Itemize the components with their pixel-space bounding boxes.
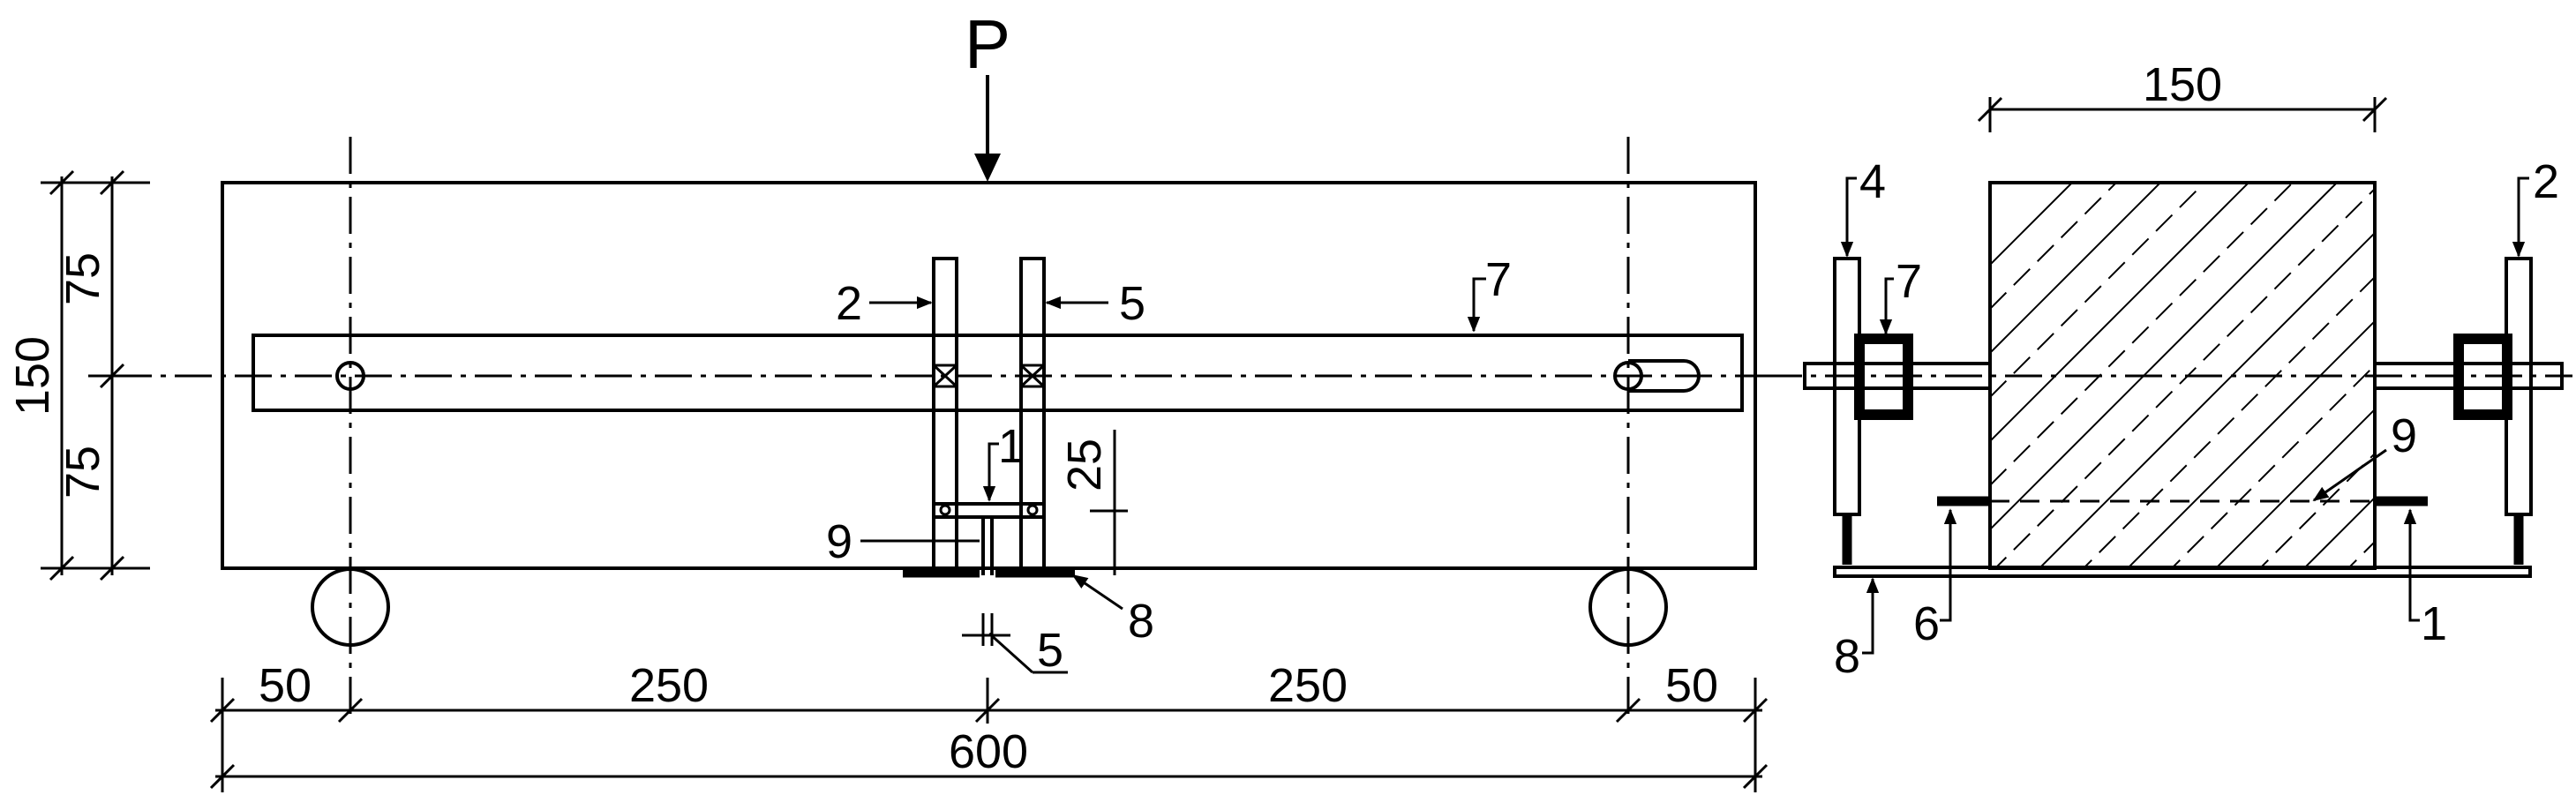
load-label: P (965, 5, 1010, 83)
slotted-hole (1628, 359, 1701, 393)
dim-section-width: 150 (1977, 58, 2388, 132)
dim-notch-width: 5 (962, 613, 1068, 677)
clamp-right (2453, 334, 2512, 420)
support-roller-right (1588, 567, 1668, 647)
label-1: 1 (982, 420, 1025, 502)
svg-text:7: 7 (1485, 253, 1512, 306)
section-label-6: 6 (1913, 508, 1957, 650)
section-label-1: 1 (2403, 508, 2447, 650)
frame-bar (252, 334, 1744, 412)
dim-height: 150 75 75 (6, 169, 150, 581)
svg-text:9: 9 (826, 515, 852, 568)
label-8: 8 (1071, 574, 1154, 648)
svg-text:50: 50 (1665, 659, 1718, 712)
section-base-plate (1833, 566, 2532, 578)
svg-text:2: 2 (836, 277, 862, 330)
clamp-left (1854, 334, 1913, 420)
section-label-4: 4 (1840, 155, 1886, 258)
svg-text:1: 1 (2421, 597, 2447, 650)
svg-text:75: 75 (56, 446, 109, 499)
support-roller-left (311, 567, 390, 647)
pin-hole-left (335, 361, 365, 391)
section-view: 150 4 7 2 9 6 1 8 (1765, 58, 2572, 683)
svg-text:4: 4 (1859, 155, 1886, 208)
load-arrow: P (965, 5, 1010, 182)
svg-text:5: 5 (1119, 277, 1145, 330)
svg-text:8: 8 (1128, 595, 1154, 648)
section-label-8: 8 (1834, 577, 1880, 683)
svg-text:9: 9 (2391, 409, 2417, 462)
svg-text:250: 250 (1268, 659, 1348, 712)
svg-text:8: 8 (1834, 630, 1860, 683)
pin-bar-left (1803, 362, 1992, 390)
svg-text:150: 150 (2143, 58, 2222, 111)
svg-text:5: 5 (1037, 624, 1063, 677)
svg-text:250: 250 (629, 659, 709, 712)
rod-5 (1019, 257, 1046, 571)
dim-notch-depth: 25 (1058, 430, 1128, 575)
dim-length: 50 250 250 50 600 (209, 659, 1769, 792)
label-5: 5 (1045, 277, 1145, 330)
crossbar (932, 502, 1046, 519)
svg-text:150: 150 (6, 336, 59, 416)
svg-text:7: 7 (1896, 255, 1922, 308)
elevation-view: P (6, 5, 1778, 792)
label-7: 7 (1467, 253, 1512, 333)
svg-text:600: 600 (949, 725, 1028, 778)
label-9: 9 (826, 515, 980, 568)
rod-2 (932, 257, 958, 571)
section-label-7: 7 (1879, 255, 1922, 335)
svg-text:50: 50 (259, 659, 312, 712)
section-label-9: 9 (2312, 409, 2417, 502)
svg-text:6: 6 (1913, 597, 1940, 650)
svg-text:1: 1 (998, 420, 1025, 473)
rod-joints (932, 364, 1046, 388)
section-hatch (1990, 183, 2375, 568)
label-2: 2 (836, 277, 933, 330)
svg-text:25: 25 (1058, 439, 1111, 491)
pin-bar-right (2373, 362, 2564, 390)
svg-text:2: 2 (2533, 155, 2559, 208)
svg-text:75: 75 (56, 252, 109, 305)
section-label-2: 2 (2512, 155, 2559, 258)
